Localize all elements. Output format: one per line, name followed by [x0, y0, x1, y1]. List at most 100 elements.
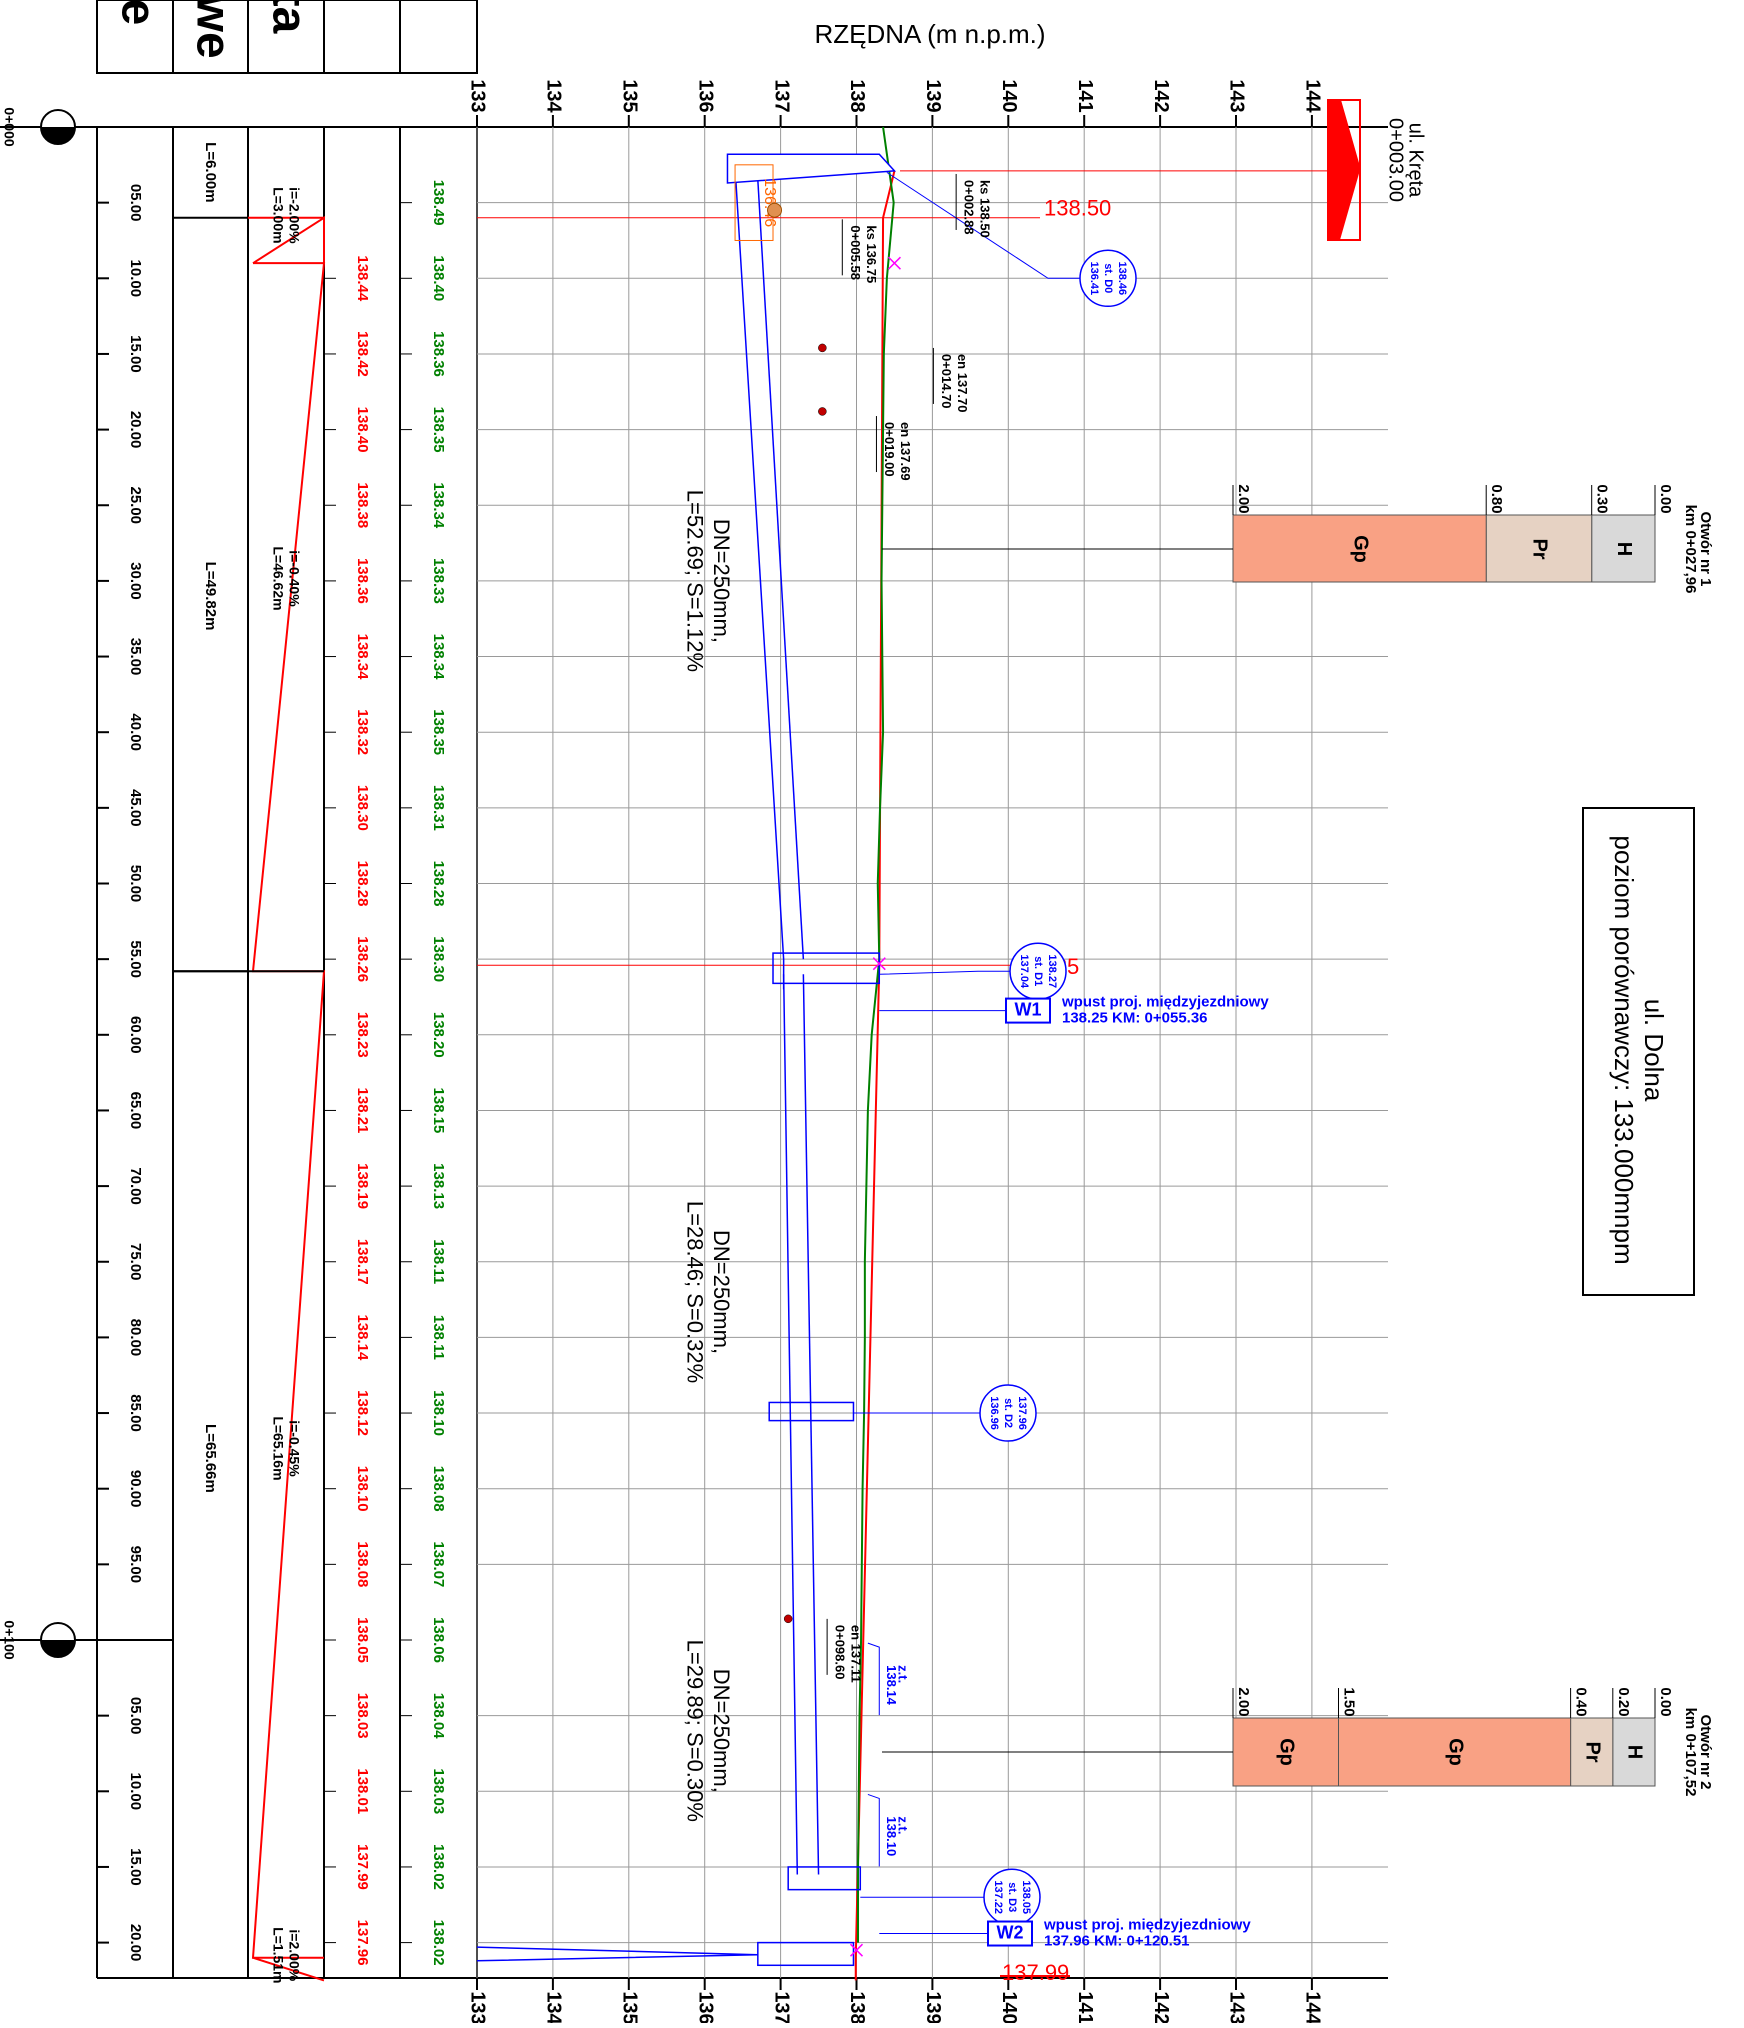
chainage-label: 10.00 [127, 260, 144, 298]
slope-value: i=-0.45% [286, 1420, 302, 1477]
terrain-elevation: 138.04 [430, 1693, 447, 1740]
point-label-b: 0+098.60 [833, 1625, 848, 1680]
design-elevation: 138.08 [354, 1541, 371, 1587]
pipe-invert [735, 179, 785, 990]
pipe-spec-1: DN=250mm, [709, 1669, 734, 1793]
tick-label-top: 133 [467, 79, 489, 112]
chainage-label: 90.00 [127, 1470, 144, 1508]
chainage-label: 15.00 [127, 335, 144, 373]
tick-label-top: 144 [1302, 79, 1324, 113]
chainage-label: 05.00 [127, 1697, 144, 1735]
chainage-label: 65.00 [127, 1092, 144, 1130]
orange-elevation-label: 136.46 [761, 178, 778, 227]
tick-label-bottom: 141 [1074, 1991, 1096, 2023]
tick-label-top: 134 [543, 79, 565, 113]
borehole-layer [1232, 514, 1487, 583]
well-leader [879, 970, 1010, 975]
borehole-depth: 1.50 [1341, 1687, 1358, 1716]
zt-label: z.t. [896, 1816, 911, 1834]
design-elevation: 138.21 [354, 1088, 371, 1134]
design-elevation: 138.30 [354, 785, 371, 831]
pipe-spec-2: L=28.46; S=0.32% [683, 1201, 708, 1383]
inlet-tag: W2 [997, 1922, 1024, 1942]
design-elevation: 138.12 [354, 1390, 371, 1436]
slope-length: L=1.51m [270, 1927, 286, 1983]
header-cell-3: ta [262, 0, 315, 34]
tick-label-top: 140 [998, 79, 1020, 112]
km-circle-half [41, 1640, 75, 1657]
inlet-tag-box [1005, 997, 1051, 1024]
tick-label-top: 136 [694, 79, 716, 112]
terrain-elevation: 138.28 [430, 861, 447, 907]
tick-label-top: 135 [619, 79, 641, 112]
borehole-km: km 0+107,52 [1682, 1708, 1699, 1797]
well-bottom-elev: 136.96 [988, 1396, 1000, 1430]
point-label-b: 0+014.70 [939, 354, 954, 409]
terrain-elevation: 138.07 [430, 1541, 447, 1587]
section-length: L=6.00m [202, 142, 219, 202]
terrain-elevation: 138.11 [430, 1315, 447, 1360]
terrain-elevation: 138.40 [430, 255, 447, 301]
chainage-label: 25.00 [127, 486, 144, 524]
well-bottom-elev: 137.04 [1018, 954, 1030, 989]
survey-point [818, 407, 827, 416]
chainage-label: 05.00 [127, 184, 144, 222]
design-elevation: 138.19 [354, 1163, 371, 1209]
slope-length: L=3.00m [270, 187, 286, 243]
tick-label-bottom: 134 [543, 1991, 565, 2023]
borehole-layer-label: H [1624, 1745, 1646, 1759]
borehole-layer [1612, 1717, 1656, 1787]
borehole-depth: 0.40 [1573, 1687, 1590, 1716]
well-d1-shape [772, 952, 881, 985]
design-elevation: 138.44 [354, 255, 371, 302]
header-cell-1: e [111, 0, 164, 25]
terrain-elevation: 138.34 [430, 634, 447, 681]
slope-value: i=-0.40% [286, 550, 302, 607]
well-name: st. D3 [1006, 1882, 1018, 1912]
design-elevation: 138.34 [354, 634, 371, 681]
chainage-label: 35.00 [127, 638, 144, 676]
slope-length: L=65.16m [270, 1416, 286, 1480]
terrain-elevation: 138.35 [430, 709, 447, 755]
design-elevation: 138.23 [354, 1012, 371, 1058]
survey-point [783, 1614, 793, 1624]
chainage-label: 85.00 [127, 1394, 144, 1432]
tick-label-top: 138 [846, 79, 868, 112]
borehole-layer [1591, 514, 1656, 583]
point-label-b: 0+019.00 [882, 422, 897, 477]
terrain-elevation: 138.15 [430, 1088, 447, 1134]
pipe-spec-2: L=29.89; S=0.30% [683, 1640, 708, 1822]
inlet-value: 138.25 KM: 0+055.36 [1062, 1010, 1208, 1027]
terrain-elevation: 138.06 [430, 1617, 447, 1663]
slope-line [251, 215, 326, 1959]
well-top-elev: 137.96 [1016, 1396, 1028, 1430]
title-street: ul. Dolna [1639, 999, 1669, 1102]
borehole-layer-label: H [1613, 542, 1635, 556]
borehole-layer-label: Pr [1529, 538, 1551, 559]
pipe-spec-1: DN=250mm, [709, 1230, 734, 1354]
chainage-label: 75.00 [127, 1243, 144, 1281]
orange-outline [734, 164, 774, 241]
design-elevation: 138.01 [354, 1768, 371, 1814]
terrain-elevation: 138.31 [430, 785, 447, 831]
chainage-label: 80.00 [127, 1319, 144, 1357]
inlet-tag: W1 [1015, 999, 1042, 1019]
borehole-layer [1232, 1717, 1339, 1787]
pipe-spec-2: L=52.69; S=1.12% [683, 490, 708, 672]
terrain-elevation: 138.34 [430, 482, 447, 529]
borehole-depth: 2.00 [1235, 1687, 1252, 1716]
terrain-profile [857, 126, 895, 1943]
red-level-label: 138.50 [1044, 196, 1111, 221]
km-circle-half [41, 127, 75, 144]
chainage-label: 30.00 [127, 562, 144, 600]
street-marker-fill [1328, 100, 1360, 240]
point-label-a: ks 138.50 [978, 180, 993, 238]
borehole-depth: 0.00 [1657, 1687, 1674, 1716]
terrain-elevation: 138.33 [430, 558, 447, 604]
chainage-label: 20.00 [127, 1924, 144, 1962]
borehole-depth: 0.80 [1488, 484, 1505, 513]
terrain-elevation: 138.11 [430, 1239, 447, 1284]
point-label-a: ks 136.75 [864, 225, 879, 283]
